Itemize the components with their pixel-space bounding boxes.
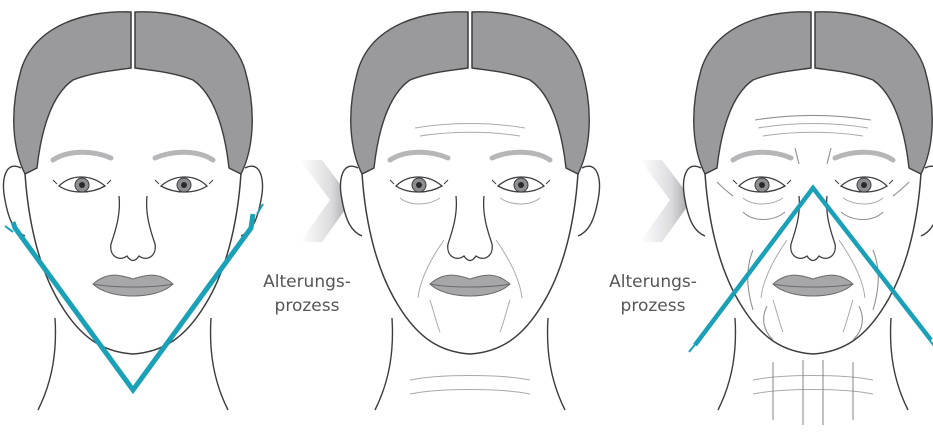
- aging-process-label-2: Alterungs- prozess: [598, 270, 708, 318]
- chevron-arrow-2: [640, 160, 692, 242]
- face-young: [4, 12, 263, 410]
- face-elderly: [684, 12, 933, 425]
- face-middle: [341, 12, 600, 410]
- aging-process-label-1: Alterungs- prozess: [252, 270, 362, 318]
